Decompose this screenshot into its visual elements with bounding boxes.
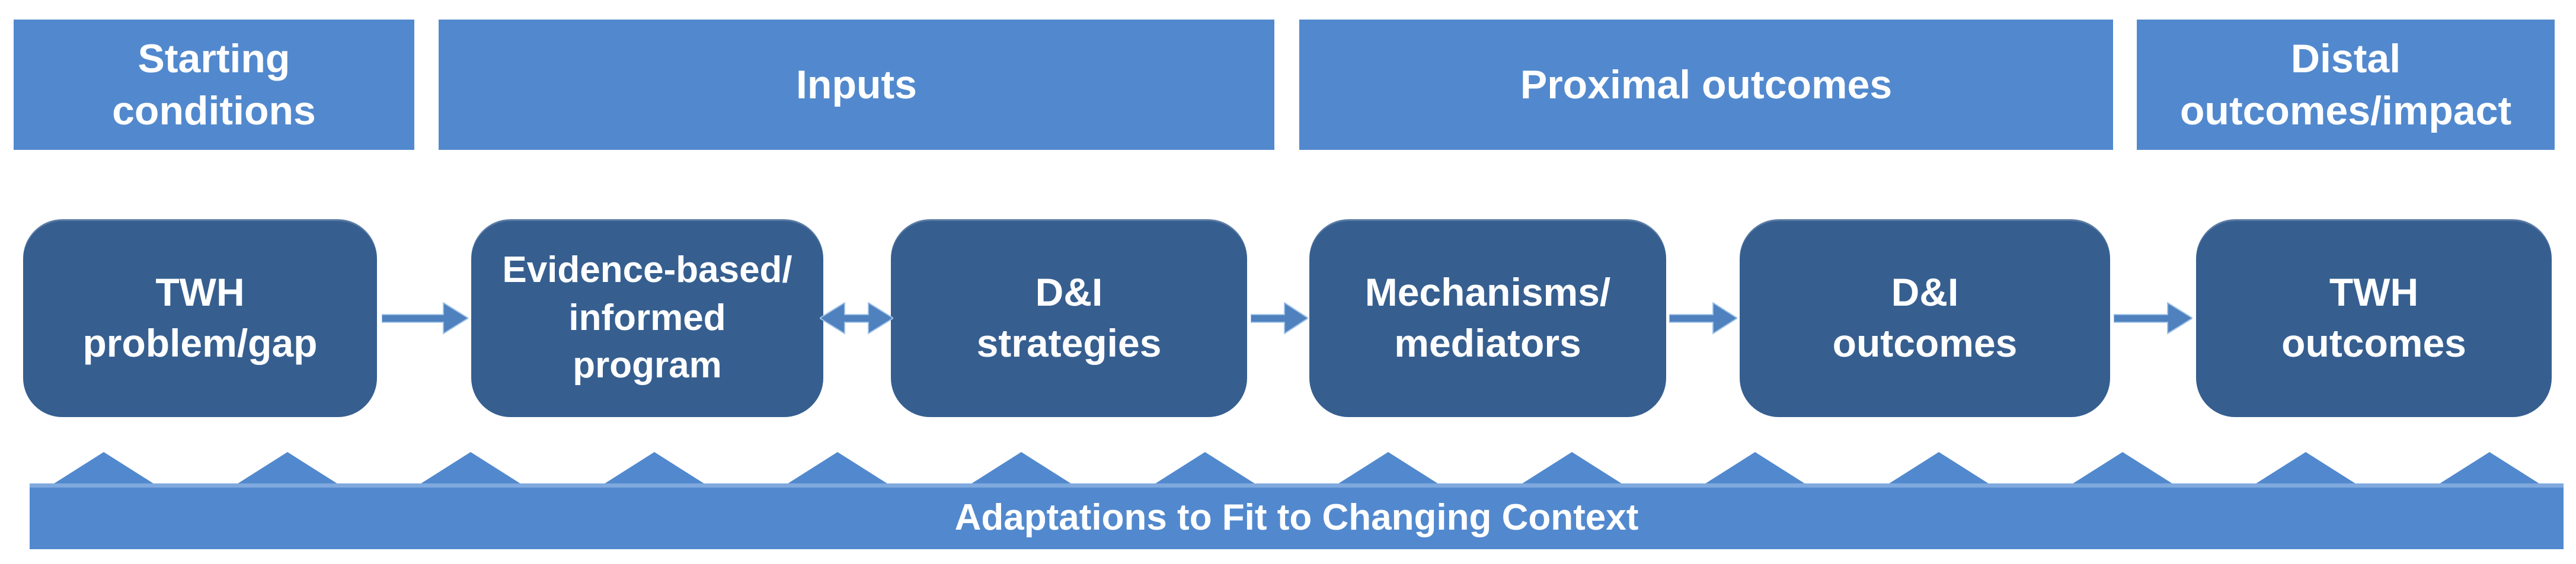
node-mechanisms-mediators: Mechanisms/ mediators (1309, 219, 1666, 417)
zigzag-banner-shape (30, 452, 2564, 549)
node-di-outcomes: D&I outcomes (1740, 219, 2110, 417)
node-twh-problem-gap: TWH problem/gap (23, 219, 377, 417)
phase-label: Distal outcomes/impact (2179, 36, 2512, 133)
node-label: TWH outcomes (2281, 270, 2466, 365)
arrow-right-icon (1251, 300, 1308, 337)
phase-label: Starting conditions (112, 36, 316, 133)
arrow-double-icon (820, 300, 893, 337)
adaptation-banner: Adaptations to Fit to Changing Context (30, 486, 2564, 549)
node-label: Evidence-based/ informed program (502, 249, 792, 386)
phase-label: Inputs (796, 62, 917, 107)
node-label: Mechanisms/ mediators (1364, 270, 1611, 365)
phase-header-starting-conditions: Starting conditions (14, 20, 414, 150)
phase-header-proximal-outcomes: Proximal outcomes (1299, 20, 2113, 150)
adaptation-banner-label: Adaptations to Fit to Changing Context (954, 497, 1639, 538)
node-evidence-based-informed-program: Evidence-based/ informed program (471, 219, 823, 417)
phase-header-inputs: Inputs (439, 20, 1274, 150)
node-twh-outcomes: TWH outcomes (2196, 219, 2552, 417)
arrow-right-icon (1669, 300, 1737, 337)
node-label: TWH problem/gap (82, 270, 318, 365)
phase-label: Proximal outcomes (1520, 62, 1893, 107)
node-label: D&I strategies (976, 270, 1162, 365)
phase-header-distal-outcomes-impact: Distal outcomes/impact (2137, 20, 2555, 150)
arrow-right-icon (382, 300, 468, 337)
arrow-right-icon (2114, 300, 2193, 337)
node-label: D&I outcomes (1832, 270, 2018, 365)
node-di-strategies: D&I strategies (891, 219, 1247, 417)
